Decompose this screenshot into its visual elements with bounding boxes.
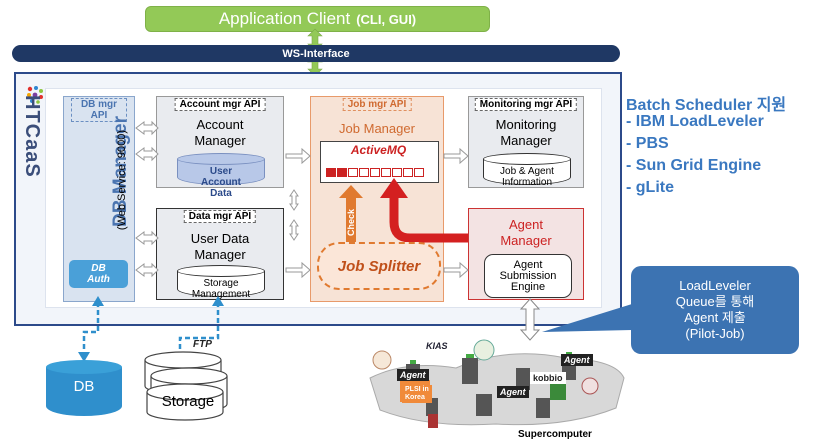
- kobbio-tag: kobbio: [530, 372, 566, 384]
- data-manager-box: Data mgr API User Data Manager Storage M…: [156, 208, 284, 300]
- callout-line: (Pilot-Job): [685, 326, 745, 341]
- agent-tag: Agent: [561, 354, 593, 366]
- ftp-label: FTP: [193, 339, 212, 350]
- scheduler-item: - gLite: [626, 179, 674, 196]
- scheduler-item: - PBS: [626, 135, 669, 152]
- kias-tag: KIAS: [423, 340, 451, 352]
- monitoring-manager-api-title: Monitoring mgr API: [474, 98, 578, 111]
- monitoring-manager-name: Monitoring Manager: [495, 117, 557, 148]
- htcaas-logo-icon: [27, 86, 43, 104]
- application-client-sub: (CLI, GUI): [356, 11, 417, 27]
- queue-cell: [348, 168, 358, 177]
- agent-tag: Agent: [397, 369, 429, 381]
- callout-line: Agent 제출: [684, 310, 746, 325]
- scheduler-item: - IBM LoadLeveler: [626, 113, 764, 130]
- agent-to-queue-arrow: [380, 178, 472, 243]
- check-arrow: [339, 185, 363, 242]
- account-manager-name: Account Manager: [194, 117, 246, 148]
- supercomputer-label: Supercomputer: [518, 429, 592, 440]
- queue-cell: [370, 168, 380, 177]
- db-store: DB: [46, 360, 122, 416]
- db-auth-badge: DB Auth: [69, 260, 128, 288]
- agent-manager-name: Agent Manager: [500, 217, 552, 248]
- db-label: DB: [73, 378, 95, 395]
- scheduler-item: - Sun Grid Engine: [626, 157, 762, 174]
- db-manager-api-title: DB mgr API: [71, 98, 127, 122]
- job-agent-information-store: Job & Agent Information: [483, 153, 571, 188]
- callout-line: Queue를 통해: [675, 294, 755, 309]
- agent-submission-engine-label: Agent Submission Engine: [499, 258, 557, 293]
- db-auth-label: DB Auth: [87, 263, 110, 285]
- user-account-data-store: User Account Data: [177, 153, 265, 199]
- queue-cell: [414, 168, 424, 177]
- callout-line: LoadLeveler: [679, 278, 751, 293]
- supercomputer-map-illustration: [369, 339, 625, 428]
- job-splitter: Job Splitter: [317, 242, 441, 290]
- queue-cell: [337, 168, 347, 177]
- job-splitter-label: Job Splitter: [337, 257, 421, 275]
- ws-interface-bar: WS-Interface: [12, 45, 620, 62]
- monitoring-manager-box: Monitoring mgr API Monitoring Manager Jo…: [468, 96, 584, 188]
- agent-supercomputer-arrow: [519, 298, 541, 341]
- plsi-tag: PLSI in Korea: [402, 385, 432, 403]
- module-connector-arrows: [135, 120, 469, 279]
- queue-cell: [326, 168, 336, 177]
- job-manager-api-title: Job mgr API: [342, 98, 412, 111]
- batch-scheduler-title: Batch Scheduler 지원: [626, 97, 787, 114]
- application-client-label: Application Client: [218, 9, 351, 28]
- callout-pointer: [542, 304, 632, 332]
- storage-management-label: Storage Management: [191, 278, 251, 300]
- account-manager-api-title: Account mgr API: [174, 98, 266, 111]
- storage-label: Storage: [161, 393, 215, 410]
- htcaas-label-wrap: HTCaaS: [11, 95, 43, 215]
- db-manager-vertical-labels: DB Manager (Web Service: 9000): [78, 110, 131, 250]
- data-manager-api-title: Data mgr API: [183, 210, 257, 223]
- application-client-bar: Application Client (CLI, GUI): [145, 6, 490, 32]
- agent-submission-engine: Agent Submission Engine: [484, 254, 572, 298]
- ws-interface-label: WS-Interface: [282, 47, 350, 60]
- htcaas-label: HTCaaS: [21, 95, 43, 178]
- storage-stack-icon: [144, 351, 228, 421]
- db-manager-service: (Web Service: 9000): [116, 130, 128, 231]
- queue-cell: [392, 168, 402, 177]
- data-manager-name: User Data Manager: [190, 231, 250, 262]
- queue-cell: [359, 168, 369, 177]
- queue-cell: [381, 168, 391, 177]
- queue-cell: [403, 168, 413, 177]
- job-agent-information-label: Job & Agent Information: [500, 166, 554, 188]
- agent-tag: Agent: [497, 386, 529, 398]
- storage-management-store: Storage Management: [177, 265, 265, 300]
- activemq-label: ActiveMQ: [350, 143, 407, 157]
- user-account-data-label: User Account Data: [201, 166, 241, 199]
- account-manager-box: Account mgr API Account Manager User Acc…: [156, 96, 284, 199]
- loadleveler-callout: LoadLeveler Queue를 통해 Agent 제출 (Pilot-Jo…: [631, 266, 799, 354]
- job-manager-name: Job Manager: [339, 121, 415, 136]
